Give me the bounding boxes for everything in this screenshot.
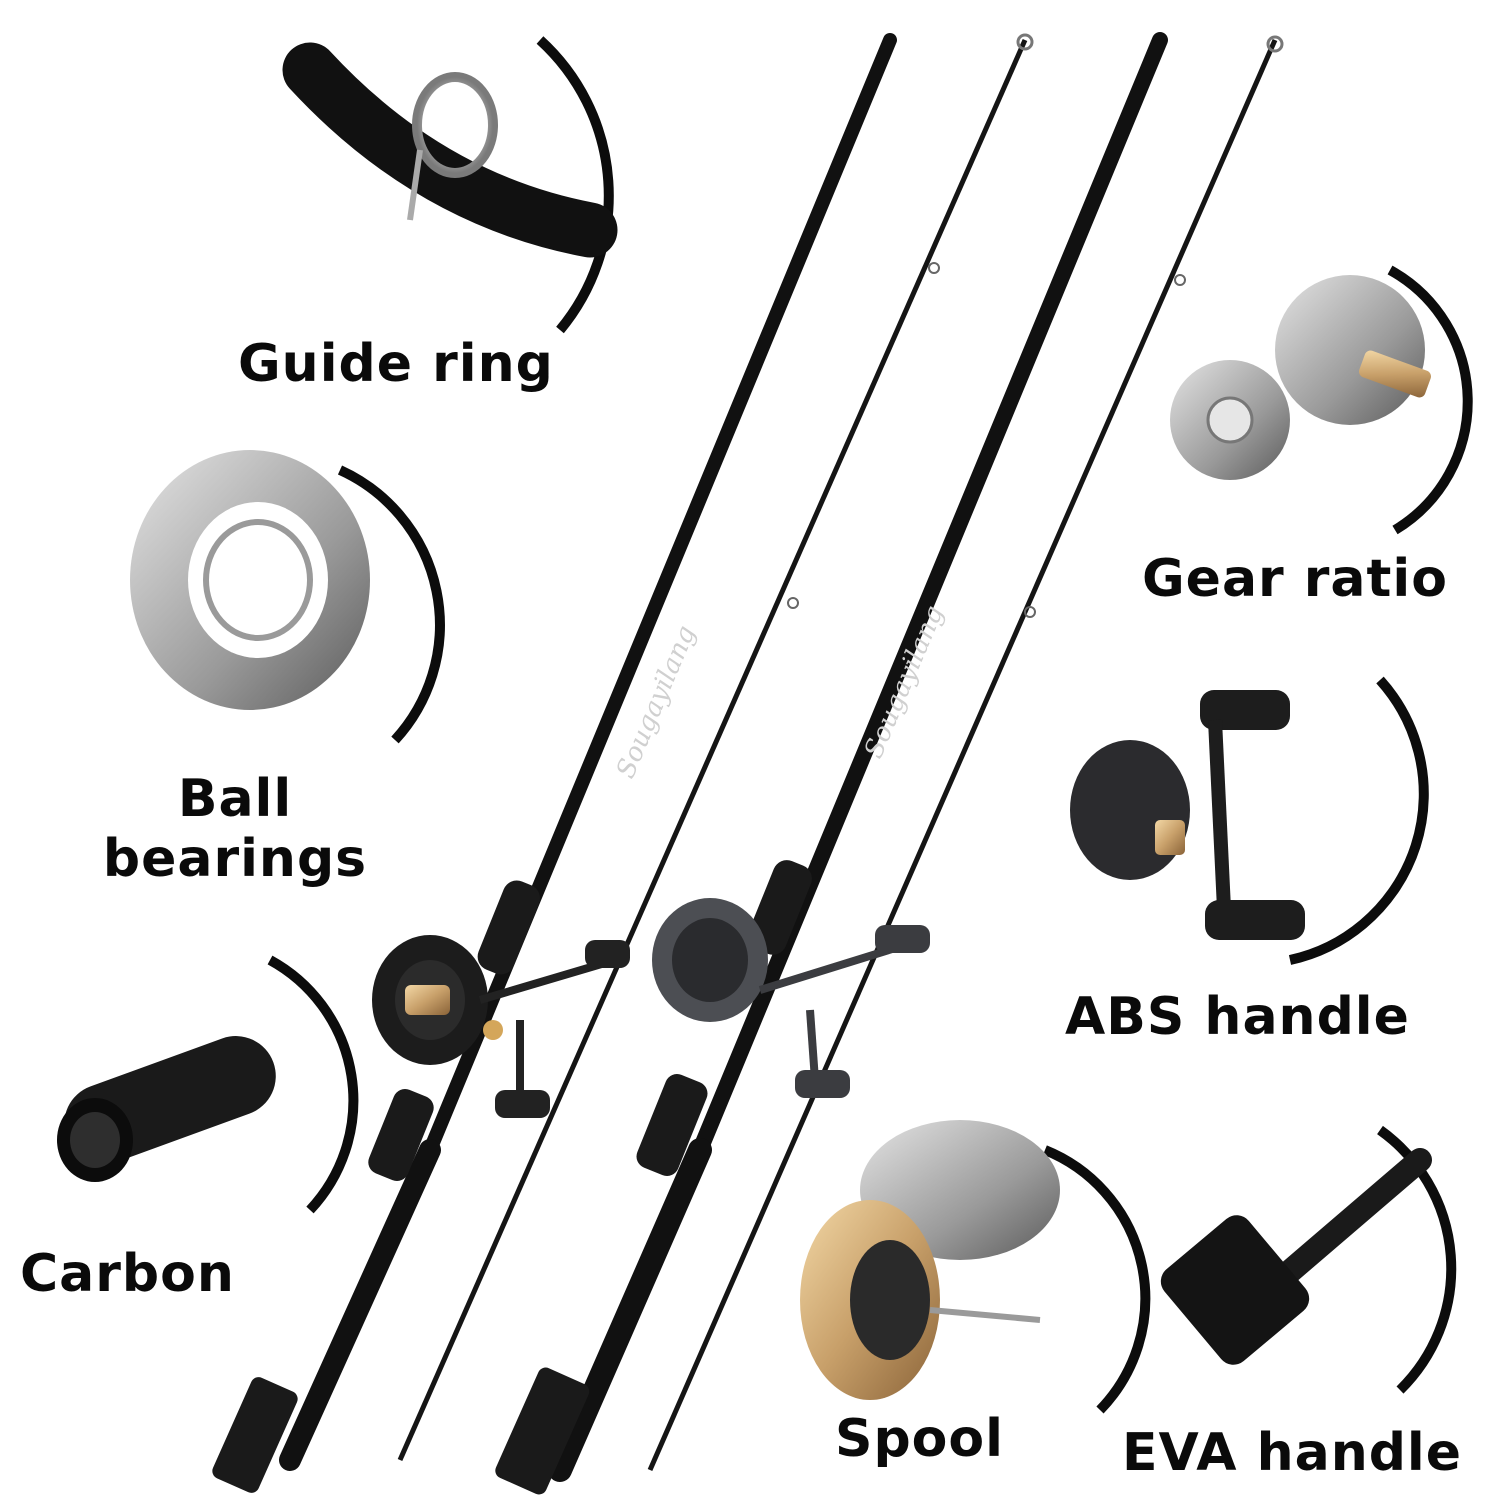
rod-1-butt <box>212 33 897 1493</box>
reel-black <box>372 935 630 1118</box>
rod-2-butt <box>495 32 1168 1495</box>
label-spool: Spool <box>835 1409 1004 1469</box>
label-gear-ratio: Gear ratio <box>1142 549 1448 609</box>
carbon-vignette <box>57 955 359 1214</box>
label-ball-bearings-line2: bearings <box>102 828 368 889</box>
rod-brand-print-1: Sougayilang <box>611 621 702 782</box>
svg-text:Sougayilang: Sougayilang <box>859 601 950 762</box>
ball-bearing-vignette <box>130 450 445 744</box>
abs-handle-vignette <box>1070 676 1429 965</box>
label-carbon: Carbon <box>20 1244 235 1304</box>
gear-ratio-vignette <box>1170 265 1473 535</box>
label-guide-ring: Guide ring <box>238 334 554 394</box>
rod-2-tip <box>647 35 1284 1472</box>
label-ball-bearings: Ball bearings <box>90 769 380 890</box>
rod-2-grip <box>636 860 812 1176</box>
rod-1-tip <box>397 33 1034 1462</box>
guide-ring-vignette <box>282 36 618 334</box>
label-abs-handle: ABS handle <box>1065 987 1410 1047</box>
rod-1-grip <box>368 880 540 1181</box>
svg-text:Sougayilang: Sougayilang <box>611 621 702 782</box>
spool-vignette <box>800 1120 1151 1414</box>
eva-handle-vignette <box>1160 1125 1457 1394</box>
rod-brand-print-2: Sougayilang <box>859 601 950 762</box>
reel-grey <box>652 898 930 1098</box>
label-eva-handle: EVA handle <box>1122 1423 1463 1483</box>
label-ball-bearings-line1: Ball <box>177 769 293 829</box>
